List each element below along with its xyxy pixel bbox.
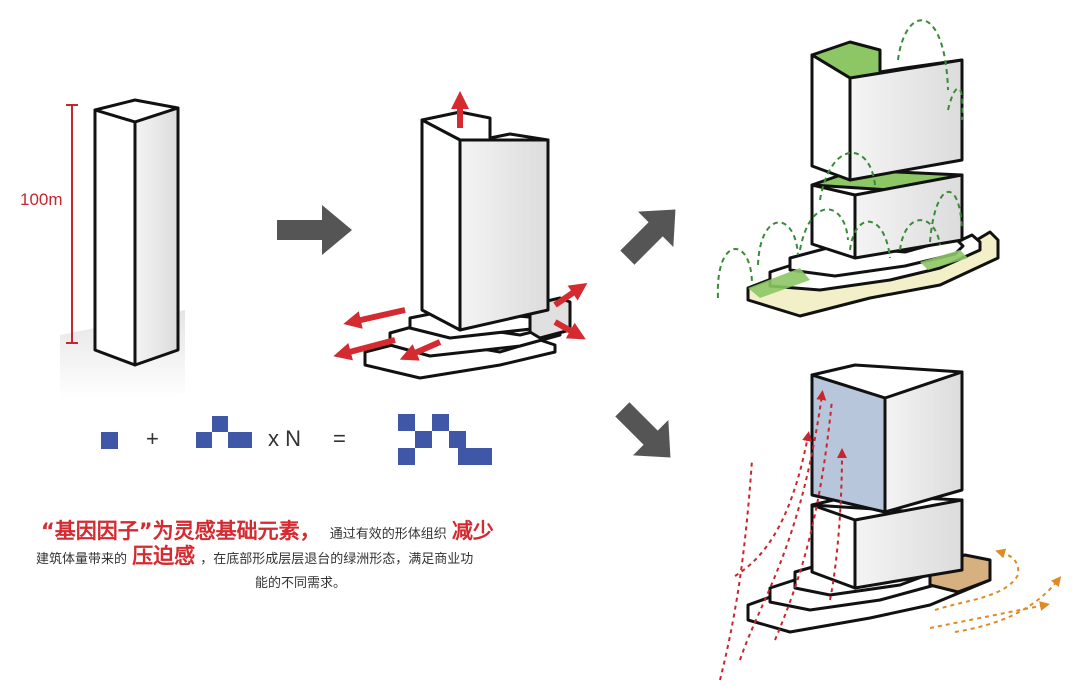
height-label: 100m [20,190,63,209]
wind-flow-orange [929,548,1062,633]
plus-sign: + [146,426,159,451]
caption-headline: “基因因子”为灵感基础元素， [41,519,321,543]
caption-line1-emphasis: 减少 [452,519,494,543]
arrow-up-right-icon [620,209,676,265]
arrow-down-right-icon [615,402,671,458]
single-gene-pixel [101,432,118,449]
greenery-vines [716,19,964,299]
caption-line-1: “基因因子”为灵感基础元素， 通过有效的形体组织 减少 [41,519,494,543]
equals-sign: = [333,426,346,451]
combined-pattern-pixels [398,414,492,465]
caption-line1-text: 通过有效的形体组织 [330,526,447,542]
wind-flow-red [719,390,847,681]
growth-arrows [333,91,588,361]
caption-line2-emphasis: 压迫感 [132,544,195,568]
caption-line2-start: 建筑体量带来的 [36,551,127,567]
base-tower-block [60,98,185,400]
caption-line-2: 建筑体量带来的 压迫感 ，在底部形成层层退台的绿洲形态，满足商业功 [36,544,473,568]
height-dimension: 100m [20,104,78,344]
caption-line2-end: ，在底部形成层层退台的绿洲形态，满足商业功 [200,551,473,567]
gene-formula: + x N = [101,414,492,465]
green-terrace-scheme [746,40,1000,318]
gene-pattern-pixels [196,416,252,448]
arrow-right-icon [277,205,352,255]
wind-use-scheme [746,363,992,634]
caption: “基因因子”为灵感基础元素， 通过有效的形体组织 减少 建筑体量带来的 压迫感 … [36,519,494,591]
tower-with-podium [363,110,572,380]
times-n-label: x N [268,426,301,451]
caption-line-3: 能的不同需求。 [255,575,346,591]
